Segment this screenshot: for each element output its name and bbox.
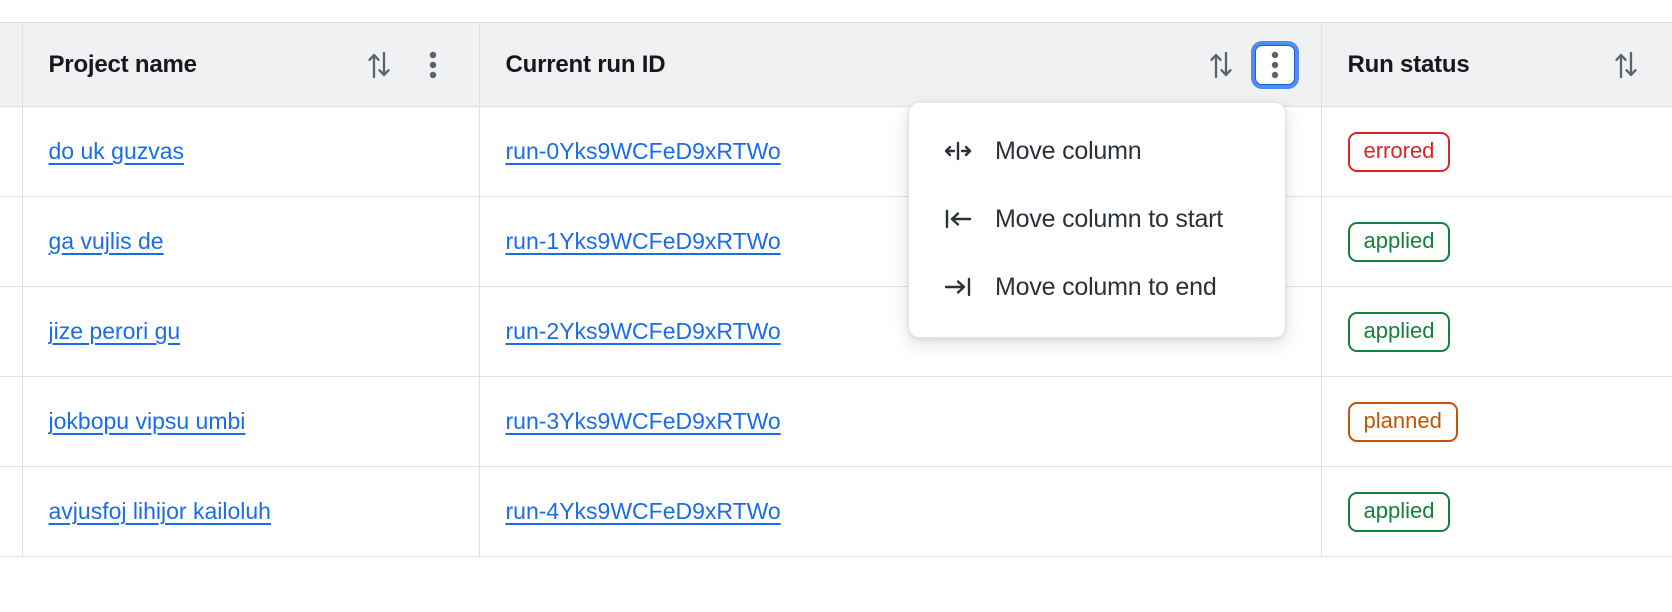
row-select-cell[interactable] bbox=[0, 106, 23, 197]
row-select-cell[interactable] bbox=[0, 466, 23, 557]
column-tools-project-name bbox=[359, 45, 453, 85]
cell-run-status: applied bbox=[1321, 196, 1672, 287]
projects-table: Project name bbox=[0, 22, 1672, 557]
status-badge: applied bbox=[1347, 221, 1451, 262]
cell-run-status: applied bbox=[1321, 286, 1672, 377]
table-row: ga vujlis de run-1Yks9WCFeD9xRTWo applie… bbox=[0, 196, 1672, 287]
project-name-link[interactable]: do uk guzvas bbox=[48, 138, 185, 164]
run-id-link[interactable]: run-2Yks9WCFeD9xRTWo bbox=[505, 318, 781, 344]
move-to-start-icon bbox=[943, 204, 973, 234]
kebab-menu-icon-project-name[interactable] bbox=[413, 45, 453, 85]
cell-project-name: ga vujlis de bbox=[22, 196, 480, 287]
column-context-menu: Move column Move column to start Move co… bbox=[908, 102, 1286, 338]
project-name-link[interactable]: jize perori gu bbox=[48, 318, 181, 344]
move-to-end-icon bbox=[943, 272, 973, 302]
column-tools-current-run-id bbox=[1201, 44, 1295, 85]
cell-project-name: avjusfoj lihijor kailoluh bbox=[22, 466, 480, 557]
sort-arrows-icon[interactable] bbox=[1201, 45, 1241, 85]
table-header-row: Project name bbox=[0, 22, 1672, 107]
status-badge: applied bbox=[1347, 311, 1451, 352]
cell-project-name: jize perori gu bbox=[22, 286, 480, 377]
table-body: do uk guzvas run-0Yks9WCFeD9xRTWo errore… bbox=[0, 106, 1672, 557]
run-id-link[interactable]: run-0Yks9WCFeD9xRTWo bbox=[505, 138, 781, 164]
run-id-link[interactable]: run-1Yks9WCFeD9xRTWo bbox=[505, 228, 781, 254]
project-name-link[interactable]: ga vujlis de bbox=[48, 228, 164, 254]
cell-run-status: errored bbox=[1321, 106, 1672, 197]
menu-item-move-column-to-end[interactable]: Move column to end bbox=[909, 253, 1285, 321]
sort-arrows-icon[interactable] bbox=[1606, 45, 1646, 85]
status-badge: errored bbox=[1347, 131, 1451, 172]
run-id-link[interactable]: run-3Yks9WCFeD9xRTWo bbox=[505, 408, 781, 434]
table-row: jize perori gu run-2Yks9WCFeD9xRTWo appl… bbox=[0, 286, 1672, 377]
sort-arrows-icon[interactable] bbox=[359, 45, 399, 85]
menu-item-label: Move column bbox=[995, 136, 1142, 165]
cell-project-name: do uk guzvas bbox=[22, 106, 480, 197]
row-select-cell[interactable] bbox=[0, 196, 23, 287]
table-row: jokbopu vipsu umbi run-3Yks9WCFeD9xRTWo … bbox=[0, 376, 1672, 467]
row-select-cell[interactable] bbox=[0, 286, 23, 377]
table-row: avjusfoj lihijor kailoluh run-4Yks9WCFeD… bbox=[0, 466, 1672, 557]
menu-item-label: Move column to end bbox=[995, 272, 1217, 301]
menu-item-label: Move column to start bbox=[995, 204, 1224, 233]
project-name-link[interactable]: jokbopu vipsu umbi bbox=[48, 408, 246, 434]
cell-current-run-id: run-3Yks9WCFeD9xRTWo bbox=[479, 376, 1322, 467]
move-column-icon bbox=[943, 136, 973, 166]
column-header-project-name[interactable]: Project name bbox=[22, 22, 480, 107]
column-header-label-current-run-id: Current run ID bbox=[505, 50, 666, 78]
menu-item-move-column[interactable]: Move column bbox=[909, 117, 1285, 185]
status-badge: applied bbox=[1347, 491, 1451, 532]
column-header-label-project-name: Project name bbox=[48, 50, 198, 78]
column-header-select bbox=[0, 22, 23, 107]
cell-current-run-id: run-4Yks9WCFeD9xRTWo bbox=[479, 466, 1322, 557]
run-id-link[interactable]: run-4Yks9WCFeD9xRTWo bbox=[505, 498, 781, 524]
column-header-label-run-status: Run status bbox=[1347, 50, 1470, 78]
cell-project-name: jokbopu vipsu umbi bbox=[22, 376, 480, 467]
row-select-cell[interactable] bbox=[0, 376, 23, 467]
column-header-current-run-id[interactable]: Current run ID bbox=[479, 22, 1322, 107]
status-badge: planned bbox=[1347, 401, 1458, 442]
cell-run-status: applied bbox=[1321, 466, 1672, 557]
cell-run-status: planned bbox=[1321, 376, 1672, 467]
menu-item-move-column-to-start[interactable]: Move column to start bbox=[909, 185, 1285, 253]
column-header-run-status[interactable]: Run status bbox=[1321, 22, 1672, 107]
table-header: Project name bbox=[0, 22, 1672, 107]
kebab-menu-icon-current-run-id[interactable] bbox=[1254, 44, 1295, 85]
column-tools-run-status bbox=[1606, 45, 1646, 85]
project-name-link[interactable]: avjusfoj lihijor kailoluh bbox=[48, 498, 271, 524]
table-row: do uk guzvas run-0Yks9WCFeD9xRTWo errore… bbox=[0, 106, 1672, 197]
